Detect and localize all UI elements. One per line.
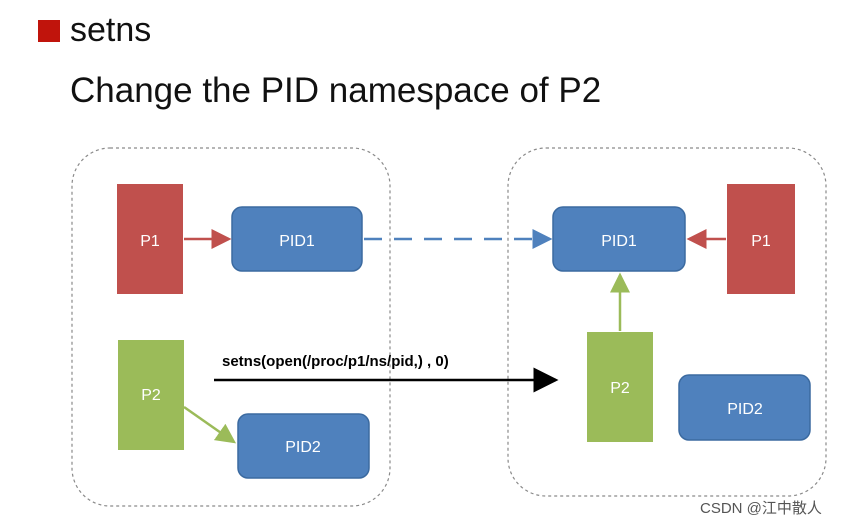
right-p2-box [587,332,653,442]
left-p2-box [118,340,184,450]
left-pid2-label: PID2 [285,439,321,456]
right-namespace-container [507,147,827,497]
right-pid1-box [552,206,686,272]
left-p2-label: P2 [141,387,161,404]
left-p1-box [117,184,183,294]
slide-title: setns [70,11,152,49]
left-namespace-container [71,147,391,507]
right-pid2-label: PID2 [727,401,763,418]
left-p2-to-pid2-arrow [183,405,237,444]
right-p1-box [727,184,795,294]
left-p1-label: P1 [140,233,160,250]
right-pid2-box [678,374,811,441]
slide-subtitle: Change the PID namespace of P2 [70,71,602,110]
left-pid1-label: PID1 [279,233,315,250]
setns-call-label: setns(open(/proc/p1/ns/pid,) , 0) [222,353,449,370]
right-p2-label: P2 [610,380,630,397]
watermark: CSDN @江中散人 [700,500,822,517]
left-pid2-box [237,413,370,479]
bullet-square-icon [38,20,60,42]
right-pid1-label: PID1 [601,233,637,250]
right-p1-label: P1 [751,233,771,250]
left-pid1-box [231,206,363,272]
